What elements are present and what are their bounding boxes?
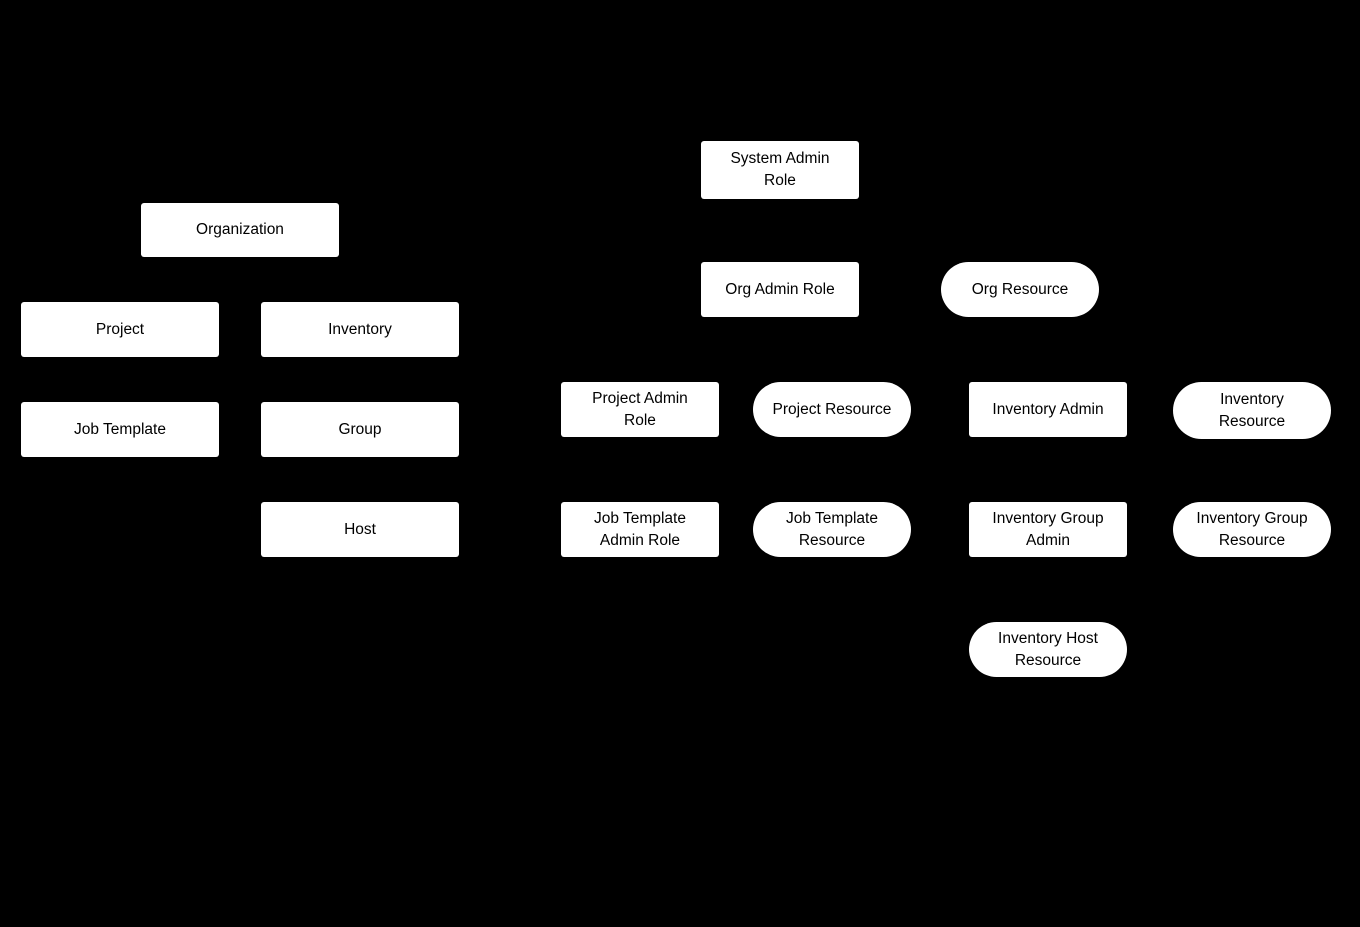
node-org-resource: Org Resource [941,262,1099,317]
node-inventory: Inventory [261,302,459,357]
node-inventory-resource: Inventory Resource [1173,382,1331,439]
node-project-resource: Project Resource [753,382,911,437]
node-label-job-template: Job Template [74,420,166,438]
node-label-host: Host [344,520,376,538]
node-label-inventory-admin: Inventory Admin [992,400,1104,418]
node-label-org-resource: Org Resource [971,280,1069,298]
node-label-inventory-group-admin: Inventory Group Admin [992,509,1104,549]
node-label-system-admin-role: System Admin Role [730,150,830,189]
node-label-project: Project [95,320,145,338]
node-inventory-group-admin: Inventory Group Admin [969,502,1127,557]
node-host: Host [261,502,459,557]
node-job-template-admin-role: Job Template Admin Role [561,502,719,557]
node-label-inventory-host-resource: Inventory Host Resource [998,629,1098,669]
node-job-template: Job Template [21,402,219,457]
node-label-job-template-admin-role: Job Template Admin Role [594,509,686,549]
node-project: Project [21,302,219,357]
node-label-job-template-resource: Job Template Resource [786,509,878,549]
node-label-org-admin-role: Org Admin Role [725,280,835,298]
node-label-group: Group [338,420,382,438]
node-organization: Organization [141,203,339,257]
node-label-project-resource: Project Resource [772,400,892,418]
node-project-admin-role: Project Admin Role [561,382,719,437]
node-inventory-host-resource: Inventory Host Resource [969,622,1127,677]
node-group: Group [261,402,459,457]
node-label-inventory-group-resource: Inventory Group Resource [1196,509,1308,549]
node-label-organization: Organization [196,221,284,239]
node-system-admin-role: System Admin Role [701,141,859,199]
node-inventory-admin: Inventory Admin [969,382,1127,437]
node-job-template-resource: Job Template Resource [753,502,911,557]
node-label-project-admin-role: Project Admin Role [592,389,688,429]
node-inventory-group-resource: Inventory Group Resource [1173,502,1331,557]
node-label-inventory: Inventory [328,320,392,338]
node-label-inventory-resource: Inventory Resource [1218,390,1286,430]
node-org-admin-role: Org Admin Role [701,262,859,317]
